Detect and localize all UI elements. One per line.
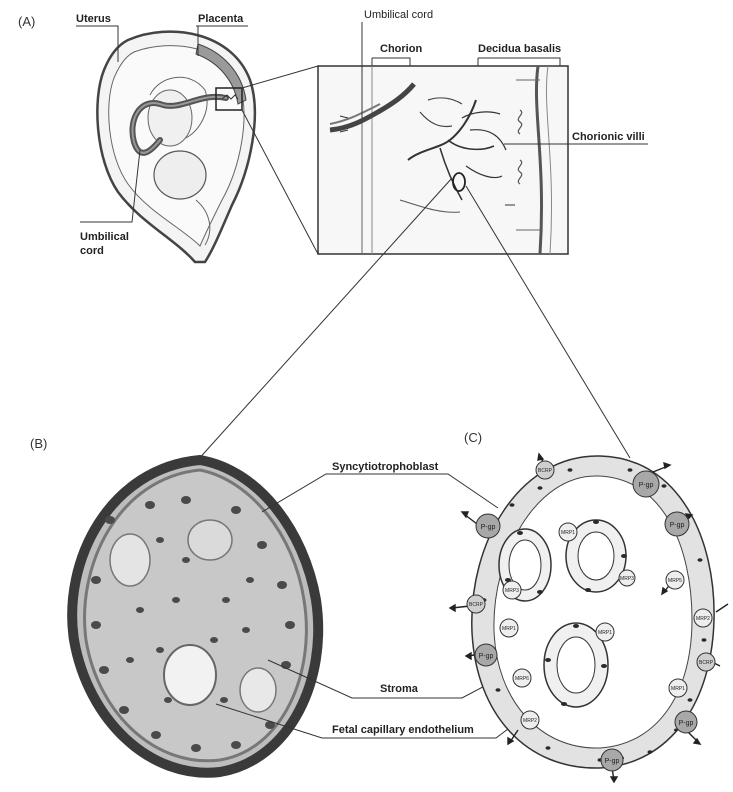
svg-text:MRP2: MRP2 bbox=[523, 718, 537, 724]
villus-schematic: P-gp P-gp P-gp P-gp P-gp P-gp bbox=[448, 452, 729, 784]
mrp1-left: MRP1 bbox=[499, 618, 519, 638]
label-chorion: Chorion bbox=[380, 43, 422, 55]
svg-text:MRP1: MRP1 bbox=[502, 626, 516, 632]
svg-text:P-gp: P-gp bbox=[639, 482, 654, 489]
svg-text:MRP2: MRP2 bbox=[696, 616, 710, 622]
panel-label-a: (A) bbox=[18, 14, 35, 29]
svg-text:P-gp: P-gp bbox=[670, 522, 685, 529]
label-syncytiotrophoblast: Syncytiotrophoblast bbox=[332, 461, 439, 473]
pgp-bottom: P-gp bbox=[600, 748, 624, 772]
panel-label-b: (B) bbox=[30, 436, 47, 451]
svg-text:MRP3: MRP3 bbox=[620, 576, 634, 582]
panel-label-c: (C) bbox=[464, 430, 482, 445]
svg-text:MRP1: MRP1 bbox=[598, 630, 612, 636]
histology-cross-section bbox=[67, 454, 324, 778]
transporter-pgp-group: P-gp P-gp P-gp P-gp P-gp P-gp bbox=[474, 470, 698, 772]
mrp1-right-lower: MRP1 bbox=[668, 678, 688, 698]
svg-text:MRP1: MRP1 bbox=[671, 686, 685, 692]
uterus-illustration bbox=[96, 30, 257, 264]
svg-text:MRP3: MRP3 bbox=[505, 588, 519, 594]
svg-text:P-gp: P-gp bbox=[481, 524, 496, 531]
label-umbilical-cord-top: Umbilical cord bbox=[364, 9, 433, 21]
svg-text:P-gp: P-gp bbox=[679, 720, 694, 727]
svg-text:BCRP: BCRP bbox=[699, 660, 714, 666]
label-fetal-capillary-endothelium: Fetal capillary endothelium bbox=[332, 724, 474, 736]
label-placenta: Placenta bbox=[198, 13, 244, 25]
pgp-left-lower: P-gp bbox=[474, 643, 498, 667]
svg-text:P-gp: P-gp bbox=[605, 758, 620, 765]
bcrp-top: BCRP bbox=[535, 460, 555, 480]
mrp2-right: MRP2 bbox=[693, 608, 713, 628]
label-umbilical-cord-line2: cord bbox=[80, 245, 104, 257]
mrp5-right: MRP5 bbox=[665, 570, 685, 590]
mrp1-capillary-top: MRP1 bbox=[558, 522, 578, 542]
mrp2-bottom-left: MRP2 bbox=[520, 710, 540, 730]
bcrp-left: BCRP bbox=[466, 594, 486, 614]
pgp-right-lower: P-gp bbox=[674, 710, 698, 734]
pgp-right-upper: P-gp bbox=[664, 511, 690, 537]
label-chorionic-villi: Chorionic villi bbox=[572, 131, 645, 143]
capillary-upper-right bbox=[565, 519, 627, 593]
svg-text:MRP6: MRP6 bbox=[515, 676, 529, 682]
label-stroma: Stroma bbox=[380, 683, 419, 695]
pgp-left-upper: P-gp bbox=[475, 513, 501, 539]
mrp1-capillary-lower: MRP1 bbox=[595, 622, 615, 642]
svg-text:P-gp: P-gp bbox=[479, 653, 494, 660]
pgp-top-right: P-gp bbox=[632, 470, 660, 498]
capillary-lower bbox=[543, 622, 609, 708]
mrp3-capillary-left: MRP3 bbox=[502, 580, 522, 600]
label-umbilical-cord-line1: Umbilical bbox=[80, 231, 129, 243]
mrp6-left: MRP6 bbox=[512, 668, 532, 688]
label-decidua-basalis: Decidua basalis bbox=[478, 43, 561, 55]
chorionic-villi-detail bbox=[317, 65, 569, 255]
svg-text:BCRP: BCRP bbox=[469, 602, 484, 608]
svg-text:MRP1: MRP1 bbox=[561, 530, 575, 536]
mrp3-capillary-right: MRP3 bbox=[618, 569, 636, 587]
label-uterus: Uterus bbox=[76, 13, 111, 25]
bcrp-right: BCRP bbox=[696, 652, 716, 672]
svg-text:BCRP: BCRP bbox=[538, 468, 553, 474]
svg-text:MRP5: MRP5 bbox=[668, 578, 682, 584]
